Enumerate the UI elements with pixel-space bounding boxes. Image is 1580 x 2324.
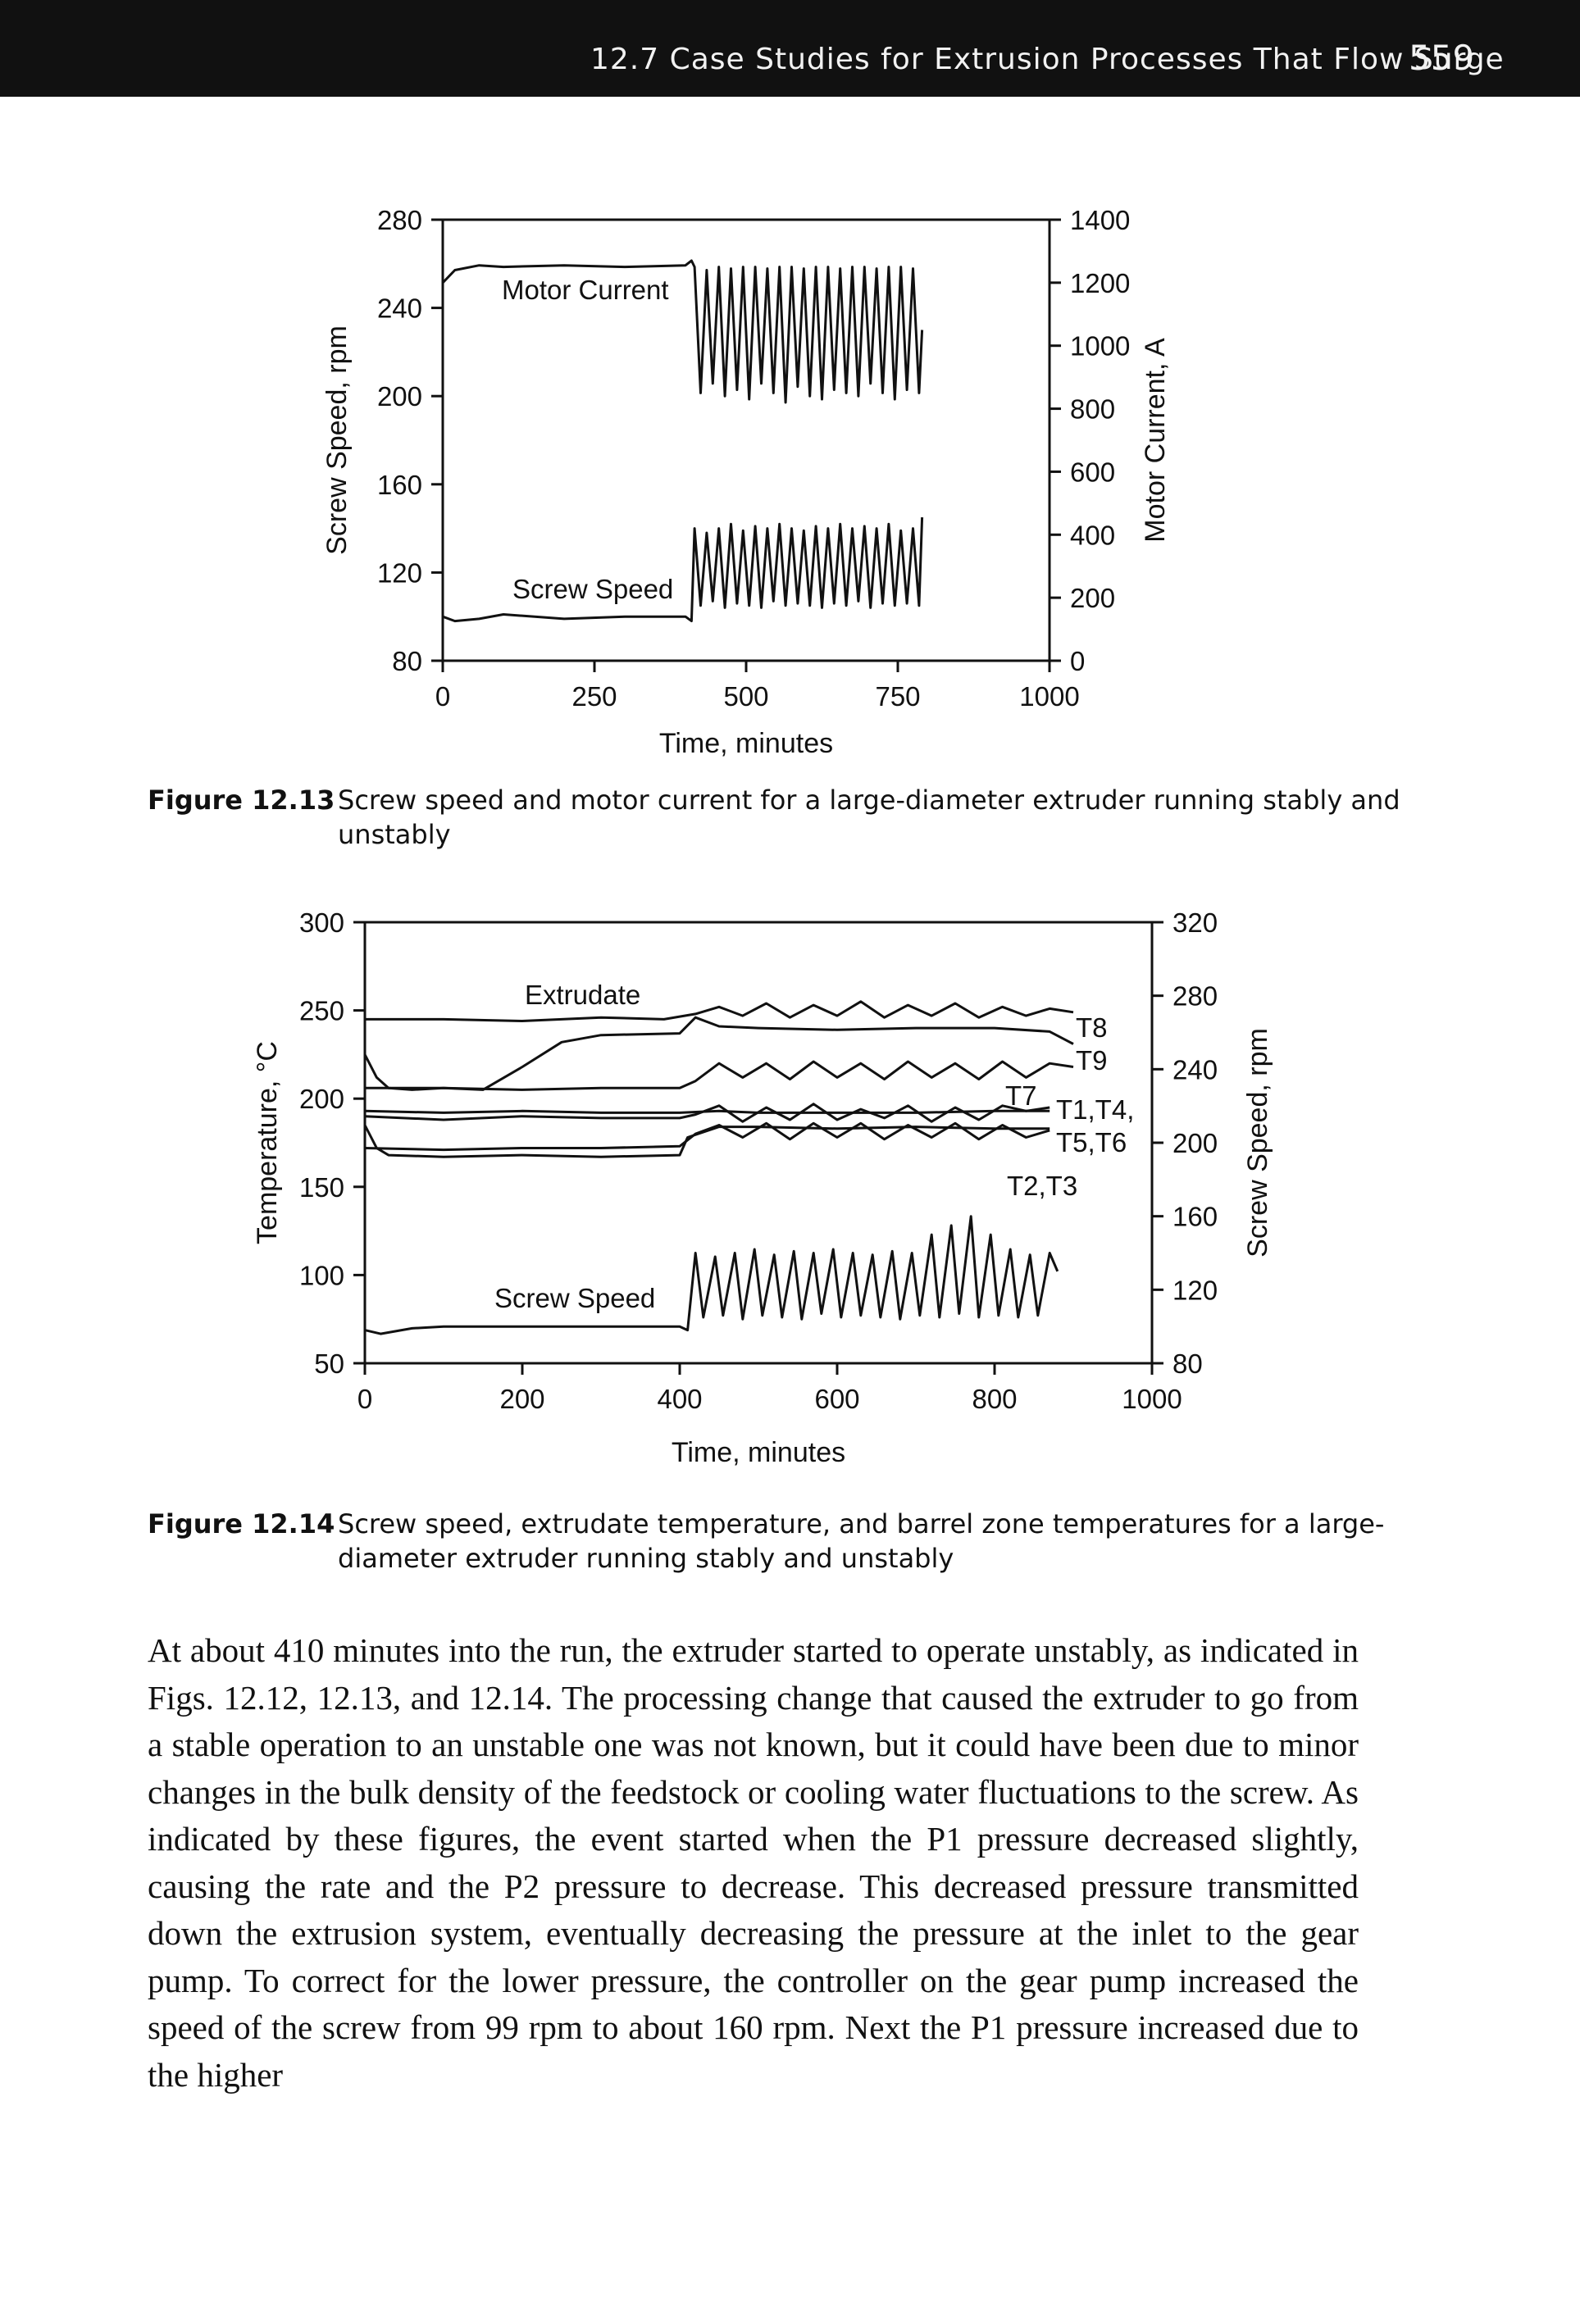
y2-tick-label: 200 [1070, 583, 1115, 613]
series-line-t5-t6 [364, 1121, 1050, 1152]
y-tick-label: 250 [299, 996, 344, 1026]
series-line-t1-t4- [364, 1109, 1050, 1114]
x-tick-label: 1000 [1019, 681, 1079, 712]
y2-tick-label: 400 [1070, 520, 1115, 550]
figure-12-13-chart: 0 250 500 750 1000 80 120 160 200 240 280 0 200 400 60… [321, 205, 1171, 759]
y-tick-label: 100 [299, 1260, 344, 1290]
caption-text: Screw speed and motor current for a larg… [338, 785, 1400, 850]
y2-tick-label: 1000 [1070, 331, 1130, 362]
running-header: 12.7 Case Studies for Extrusion Processe… [0, 0, 1580, 97]
series-line-motor-current [441, 259, 924, 404]
x-tick-label: 800 [972, 1384, 1017, 1414]
y2-tick-label: 80 [1172, 1348, 1203, 1379]
figure-12-14-chart: 0 200 400 600 800 1000 50 100 150 200 250 300 80 120 1… [252, 907, 1273, 1468]
series-annotation: T9 [1076, 1045, 1108, 1076]
x-tick-label: 200 [499, 1384, 544, 1414]
x-tick-label: 500 [723, 681, 768, 712]
y2-tick-label: 280 [1172, 981, 1218, 1012]
y2-tick-label: 200 [1172, 1128, 1218, 1158]
series-line-extrudate [365, 1000, 1074, 1022]
y2-tick-label: 240 [1172, 1054, 1218, 1085]
figure-12-14-caption: Figure 12.14 Screw speed, extrudate temp… [148, 1507, 1384, 1574]
y-tick-label: 80 [392, 646, 422, 676]
y2-tick-label: 0 [1070, 646, 1085, 676]
x-tick-label: 750 [875, 681, 920, 712]
y-tick-label: 120 [377, 557, 422, 588]
series-annotation: T5,T6 [1056, 1127, 1127, 1157]
body-paragraph: At about 410 minutes into the run, the e… [148, 1631, 1359, 2094]
y-tick-label: 50 [314, 1348, 344, 1379]
plot-frame [363, 921, 1154, 1365]
y-axis-label: Screw Speed, rpm [321, 325, 353, 555]
series-line-screw-speed [442, 517, 924, 623]
x-tick-label: 400 [657, 1384, 702, 1414]
series-line-t9 [365, 1060, 1074, 1091]
y2-axis-label: Screw Speed, rpm [1242, 1028, 1273, 1258]
y2-tick-label: 160 [1172, 1202, 1218, 1232]
x-tick-label: 0 [357, 1384, 372, 1414]
caption-text: Screw speed, extrudate temperature, and … [338, 1508, 1385, 1574]
page-number: 559 [1409, 38, 1475, 78]
y-tick-label: 160 [377, 470, 422, 500]
caption-number: Figure 12.14 [148, 1508, 335, 1539]
x-tick-label: 0 [435, 681, 450, 712]
series-annotation: Extrudate [525, 980, 640, 1010]
y-tick-label: 150 [299, 1172, 344, 1203]
x-tick-label: 1000 [1122, 1384, 1182, 1414]
running-title: 12.7 Case Studies for Extrusion Processe… [590, 43, 1505, 76]
y-axis-label: Temperature, °C [252, 1041, 283, 1244]
y-tick-label: 200 [299, 1084, 344, 1114]
series-annotation: Screw Speed [494, 1283, 655, 1313]
series-annotation: T7 [1005, 1080, 1037, 1111]
y-tick-label: 200 [377, 381, 422, 412]
series-line-screw-speed [364, 1215, 1059, 1335]
series-line-t7 [364, 1103, 1050, 1123]
y2-tick-label: 600 [1070, 457, 1115, 487]
series-annotation: T1,T4, [1056, 1094, 1134, 1125]
y2-tick-label: 320 [1172, 907, 1218, 938]
x-tick-label: 600 [814, 1384, 859, 1414]
series-annotation: Screw Speed [512, 574, 673, 604]
series-line-t8 [363, 1016, 1074, 1091]
figure-12-13-caption: Figure 12.13 Screw speed and motor curre… [148, 783, 1400, 850]
y-tick-label: 280 [377, 205, 422, 235]
y2-tick-label: 1400 [1070, 205, 1130, 235]
y-tick-label: 240 [377, 293, 422, 324]
x-tick-label: 250 [571, 681, 617, 712]
series-line-t2-t3 [363, 1124, 1050, 1158]
y-tick-label: 300 [299, 907, 344, 938]
series-annotation: T2,T3 [1007, 1171, 1077, 1201]
y2-axis-label: Motor Current, A [1140, 338, 1171, 543]
x-axis-label: Time, minutes [659, 728, 833, 759]
y2-tick-label: 120 [1172, 1275, 1218, 1305]
y2-tick-label: 800 [1070, 394, 1115, 425]
y2-tick-label: 1200 [1070, 268, 1130, 298]
x-axis-label: Time, minutes [672, 1437, 845, 1468]
caption-number: Figure 12.13 [148, 785, 335, 816]
series-annotation: Motor Current [502, 275, 669, 305]
series-annotation: T8 [1076, 1012, 1108, 1043]
